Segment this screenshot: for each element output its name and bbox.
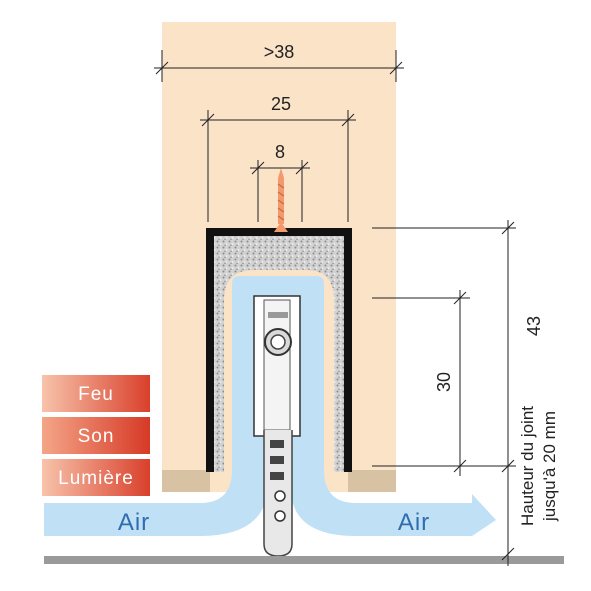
- foam-lining: [214, 236, 344, 472]
- door-edge-right: [348, 470, 396, 492]
- dimension-label: >38: [264, 42, 295, 62]
- dimension-seal-depth: 30: [372, 290, 516, 476]
- seal-height-line2: jusqu'à 20 mm: [540, 411, 559, 522]
- badge-label: Feu: [78, 384, 114, 405]
- badge-label: Lumière: [58, 468, 134, 489]
- dimension-label: 25: [271, 94, 291, 114]
- air-label-left: Air: [118, 509, 150, 536]
- air-flow: [44, 276, 496, 536]
- badge-label: Son: [78, 426, 115, 447]
- dimension-label: 8: [275, 142, 285, 162]
- badge-lumiere: [42, 459, 150, 496]
- door-edge-left: [162, 470, 210, 492]
- badge-feu: [42, 375, 150, 412]
- seal-carrier: [253, 295, 301, 557]
- seal-height-label: Hauteur du joint jusqu'à 20 mm: [518, 406, 559, 526]
- screw-icon: [274, 168, 288, 232]
- floor: [44, 556, 564, 564]
- dimension-profile-width: 25: [200, 94, 356, 222]
- seal-height-line1: Hauteur du joint: [518, 406, 537, 526]
- dimension-label: 43: [524, 316, 544, 336]
- dimension-screw-spacing: 8: [250, 142, 310, 222]
- dimension-label: 30: [434, 372, 454, 392]
- dimension-door-thickness: >38: [154, 42, 404, 82]
- badge-group: Feu Son Lumière: [42, 375, 150, 496]
- air-label-right: Air: [398, 509, 430, 536]
- badge-son: [42, 417, 150, 454]
- dimension-profile-height: 43: [372, 220, 544, 566]
